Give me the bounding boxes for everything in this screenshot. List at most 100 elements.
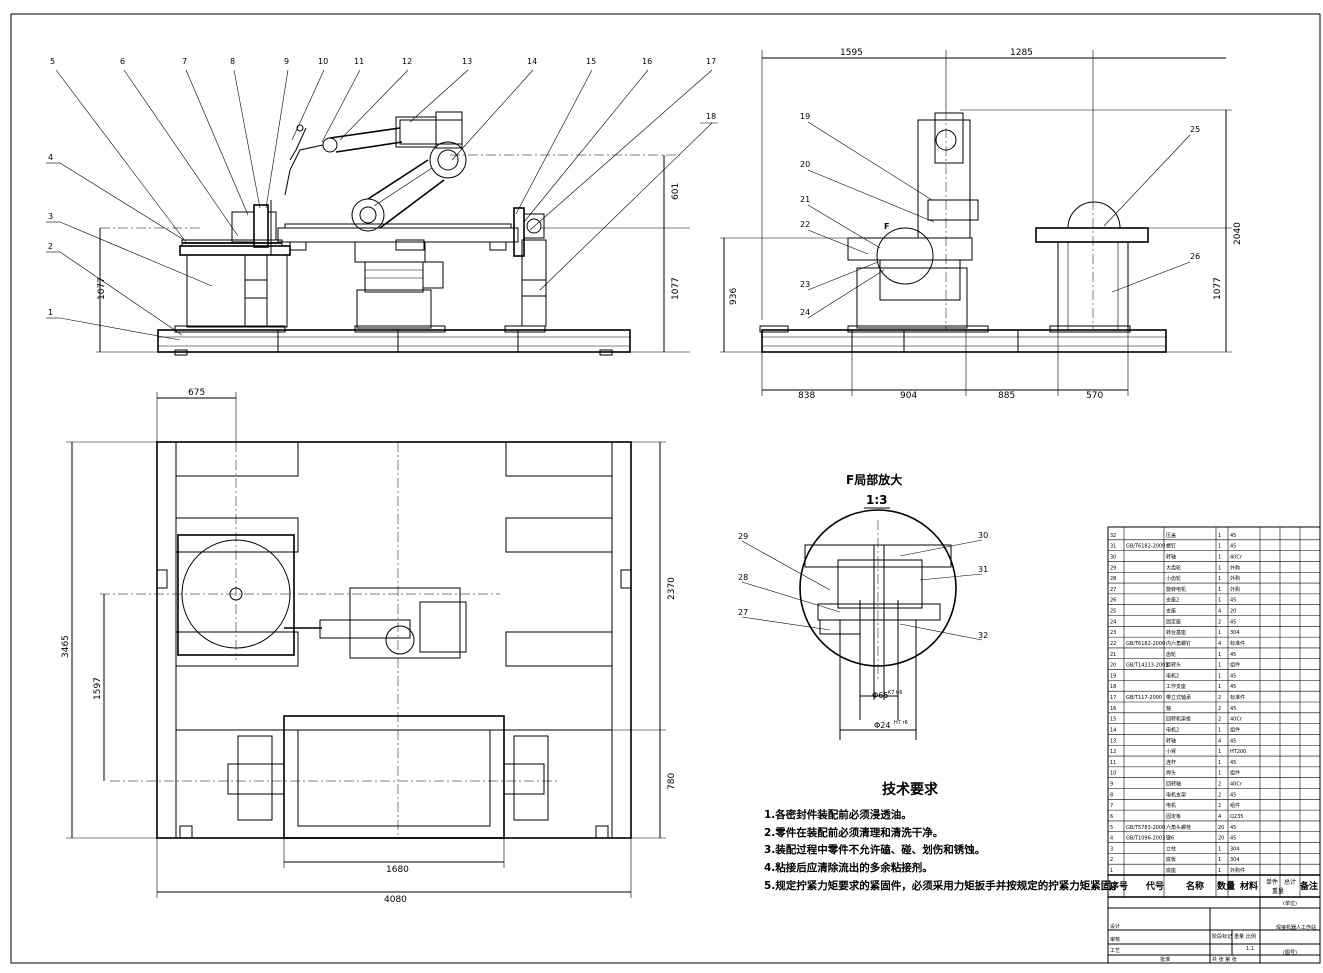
bom-cell: 17: [1110, 695, 1116, 701]
bom-cell: 29: [1110, 565, 1116, 571]
bom-cell: 支座: [1166, 608, 1176, 615]
bom-cell: 9: [1110, 782, 1113, 788]
robot-arm: [284, 111, 467, 232]
bom-cell: 45: [1230, 738, 1236, 744]
tb-approve: 批准: [1160, 956, 1170, 963]
bom-cell: 螺钉: [1166, 543, 1176, 550]
tb-design: 设计: [1110, 923, 1120, 930]
bom-cell: 1: [1218, 587, 1221, 593]
bom-cell: 转轴: [1166, 553, 1176, 560]
bom-cell: 23: [1110, 630, 1116, 636]
bom-cell: 1: [1218, 554, 1221, 560]
bom-cell: 组件: [1230, 726, 1240, 733]
bom-cell: 32: [1110, 533, 1116, 539]
note-4: 4.粘接后应清除流出的多余粘接剂。: [764, 861, 933, 874]
balloon-13: 13: [462, 57, 472, 66]
bom-cell: 1: [1218, 565, 1221, 571]
bom-cell: 1: [1218, 652, 1221, 658]
tb-weight: 重量: [1234, 933, 1244, 940]
bom-cell: HT200: [1230, 749, 1246, 755]
balloon-16: 16: [642, 57, 652, 66]
dim-675: 675: [188, 388, 205, 398]
dim-570: 570: [1086, 391, 1103, 401]
bom-cell: GB/T1096-2003: [1126, 836, 1165, 842]
bom-cell: Q235: [1230, 814, 1243, 820]
bom-cell: 8: [1110, 792, 1113, 798]
dim-2040: 2040: [1233, 222, 1243, 245]
balloon-21: 21: [800, 195, 810, 204]
bom-cell: GB/T14213-2003: [1126, 663, 1168, 669]
bom-cell: 25: [1110, 609, 1116, 615]
bom-h-code: 代号: [1145, 880, 1164, 892]
bom-cell: 1: [1218, 749, 1221, 755]
bom-cell: 45: [1230, 684, 1236, 690]
bom-h-seq: 序号: [1110, 880, 1128, 892]
bom-cell: 1: [1218, 630, 1221, 636]
balloon-17: 17: [706, 57, 716, 66]
left-stand: [186, 254, 288, 328]
bom-cell: 4: [1218, 738, 1221, 744]
balloon-14: 14: [527, 57, 537, 66]
note-3: 3.装配过程中零件不允许磕、碰、划伤和锈蚀。: [764, 843, 985, 856]
balloon-31: 31: [978, 565, 988, 574]
bom-cell: 18: [1110, 684, 1116, 690]
note-1: 1.各密封件装配前必须浸透油。: [764, 808, 912, 821]
bom-cell: 外购: [1230, 586, 1240, 593]
bom-h-total: 总计: [1284, 878, 1296, 886]
bom-cell: 2: [1218, 717, 1221, 723]
detail-f-circle: [876, 227, 934, 285]
top-view: 675 3465 1597 2370 780 1680 4080: [61, 388, 677, 905]
bom-cell: 回转轴: [1166, 781, 1181, 788]
bom-cell: 六角头螺栓: [1166, 824, 1191, 831]
dim-phi65: Φ65: [872, 691, 888, 700]
dim-1680: 1680: [386, 865, 409, 875]
bom-cell: 齿轮: [1166, 651, 1176, 658]
bom-cell: 2: [1218, 782, 1221, 788]
bom-cell: 回转机架板: [1166, 716, 1191, 723]
bom-cell: 电机2: [1166, 726, 1179, 733]
bom-h-remark: 备注: [1299, 880, 1318, 892]
positioner-top: [283, 715, 505, 839]
bom-cell: 压盖: [1166, 532, 1176, 539]
side-base: [761, 329, 1167, 353]
bom-cell: 20: [1110, 663, 1116, 669]
bom-cell: 组件: [1230, 802, 1240, 809]
bom-cell: 15: [1110, 717, 1116, 723]
bom-cell: 1: [1218, 673, 1221, 679]
dim-4080: 4080: [384, 895, 407, 905]
bom-cell: 45: [1230, 760, 1236, 766]
bom-cell: 组件: [1230, 770, 1240, 777]
balloon-7: 7: [182, 57, 187, 66]
balloon-3: 3: [48, 212, 53, 221]
bom-cell: 标准件: [1230, 694, 1245, 701]
bom-cell: 4: [1110, 836, 1113, 842]
bom-cell: 1: [1218, 533, 1221, 539]
balloon-20: 20: [800, 160, 810, 169]
bom-cell: 1: [1218, 760, 1221, 766]
bom-cell: 1: [1218, 544, 1221, 550]
bom-cell: 24: [1110, 619, 1116, 625]
balloon-25: 25: [1190, 125, 1200, 134]
bom-cell: 28: [1110, 576, 1116, 582]
dim-1077-right: 1077: [671, 277, 681, 300]
bom-cell: 组件: [1230, 662, 1240, 669]
bom-cell: 304: [1230, 846, 1240, 852]
side-view: F 1595 1285 2040 1077 936 838 904 885: [720, 48, 1243, 401]
bom-cell: 轴: [1166, 705, 1171, 712]
bom-cell: 1: [1218, 598, 1221, 604]
balloon-32: 32: [978, 631, 988, 640]
dim-1597: 1597: [93, 677, 103, 700]
balloon-15: 15: [586, 57, 596, 66]
detail-marker: F: [884, 222, 889, 231]
robot-base: [356, 289, 432, 329]
balloon-11: 11: [354, 57, 364, 66]
front-view-balloons: 1 2 3 4 5 6 7 8 9 10 11 12 13 14 15 16 1…: [46, 57, 718, 341]
bom-cell: 固定板: [1166, 813, 1181, 820]
bom-cell: 外购: [1230, 575, 1240, 582]
bom-cell: 1: [1218, 576, 1221, 582]
dim-2370: 2370: [667, 577, 677, 600]
bom-cell: 10: [1110, 771, 1116, 777]
bom-cell: 连杆: [1166, 759, 1176, 766]
bom-cell: 4: [1218, 609, 1221, 615]
